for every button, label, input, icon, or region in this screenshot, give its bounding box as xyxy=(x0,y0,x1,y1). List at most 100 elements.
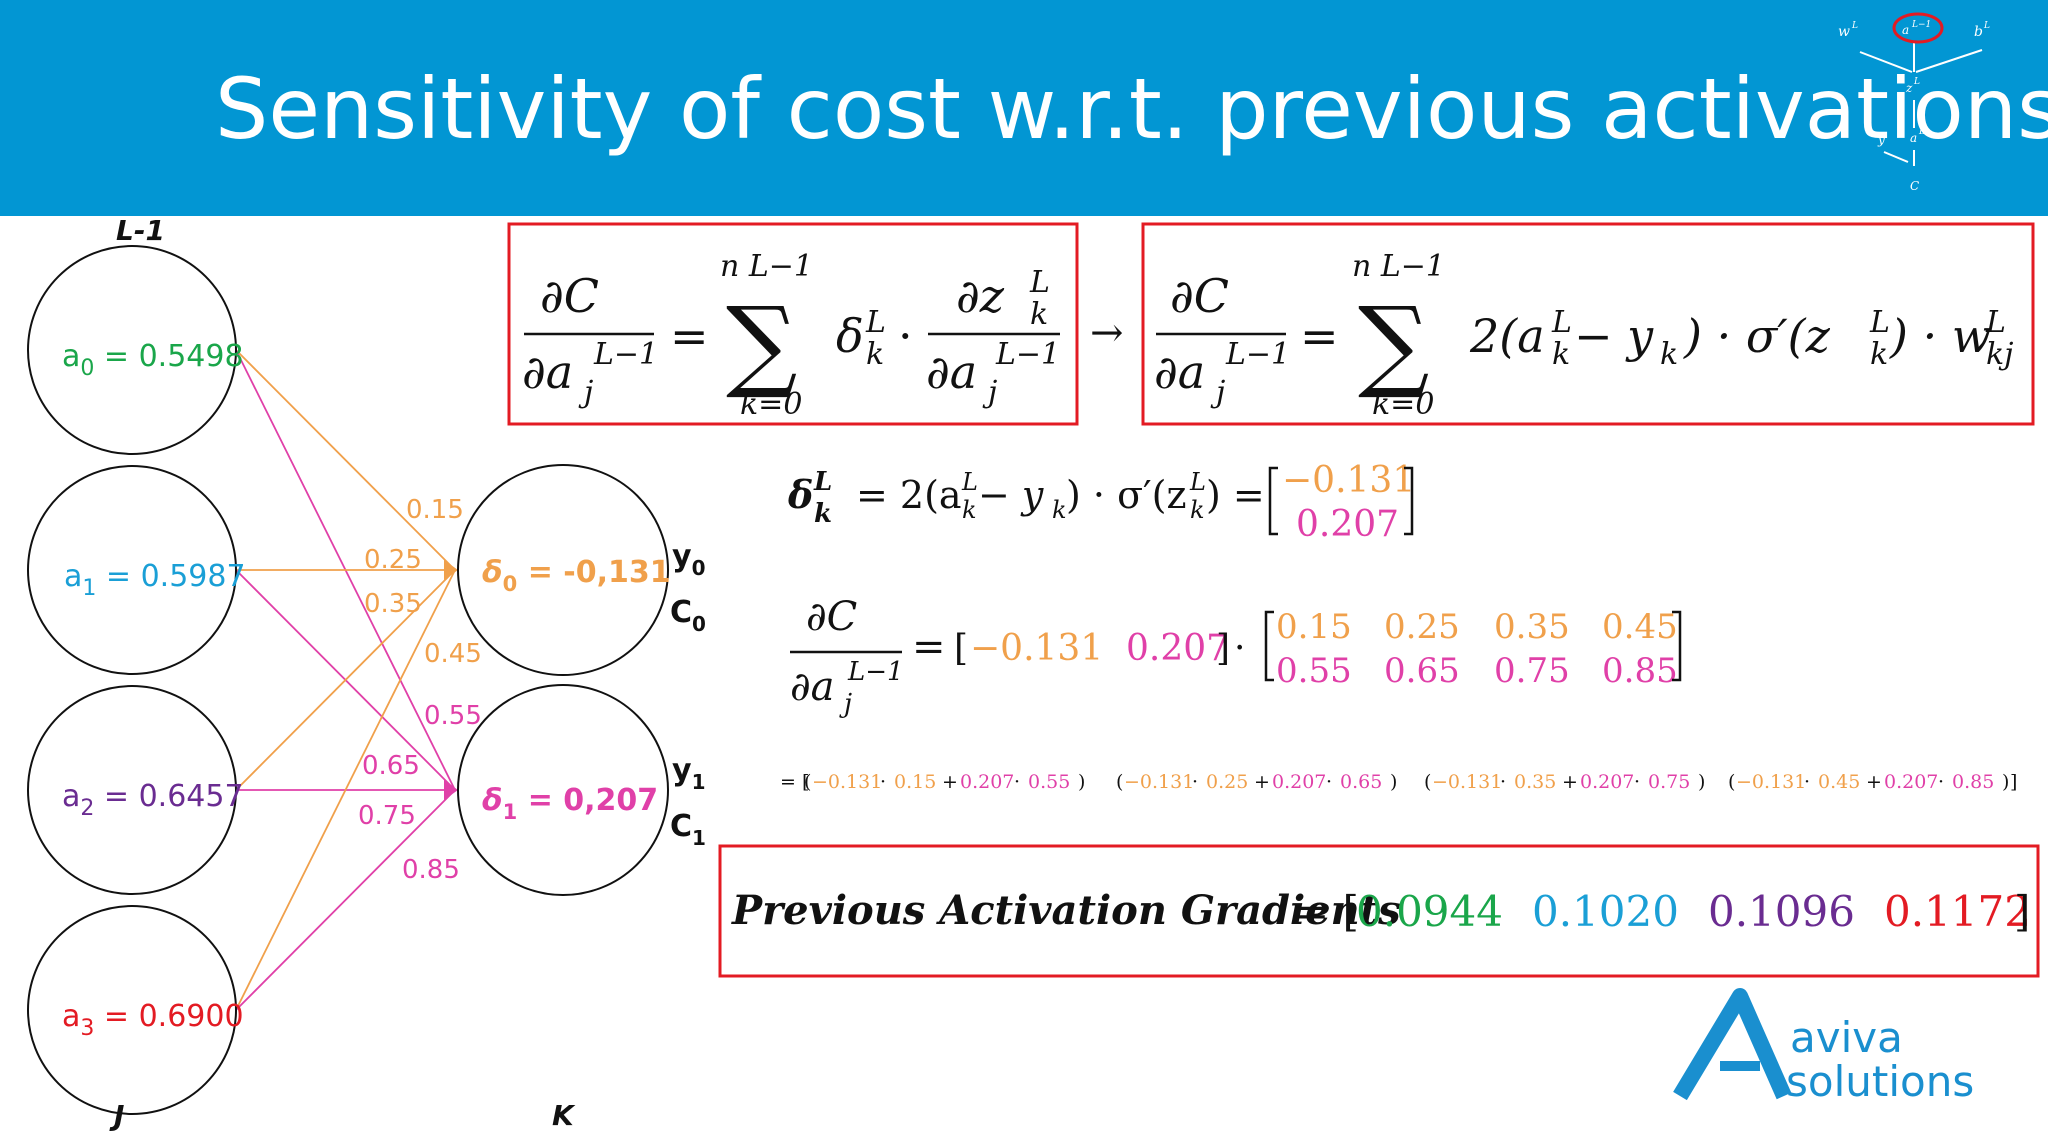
svg-text:L: L xyxy=(1869,305,1890,340)
svg-text:∂z: ∂z xyxy=(956,269,1005,323)
svg-text:k: k xyxy=(866,337,884,372)
result-value-1: 0.1020 xyxy=(1532,887,1679,936)
svg-text:∂a: ∂a xyxy=(790,664,835,710)
svg-text:n L−1: n L−1 xyxy=(1352,249,1445,284)
svg-text:]: ] xyxy=(2010,771,2017,793)
svg-text:(: ( xyxy=(1424,771,1431,793)
svg-text:0.35: 0.35 xyxy=(1494,607,1570,647)
arrowhead-d0 xyxy=(444,560,458,580)
node-d0 xyxy=(457,464,669,676)
weight-label-2: 0.35 xyxy=(364,589,422,619)
weight-label-0: 0.15 xyxy=(406,495,464,525)
svg-text:∂C: ∂C xyxy=(806,594,857,640)
svg-text:− y: − y xyxy=(1574,309,1654,363)
logo-line1: aviva xyxy=(1790,1013,1903,1062)
svg-text:L−1: L−1 xyxy=(1225,337,1290,372)
svg-text:− y: − y xyxy=(978,473,1044,517)
legend-aL: a xyxy=(1910,131,1917,145)
svg-text:(: ( xyxy=(1728,771,1735,793)
svg-text:k=0: k=0 xyxy=(740,387,802,422)
node-a1 xyxy=(27,465,237,675)
node-a0 xyxy=(27,245,237,455)
svg-text:k: k xyxy=(1660,337,1678,372)
svg-text:): ) xyxy=(2002,771,2009,793)
svg-text:∑: ∑ xyxy=(726,285,797,402)
delta-equation: δ L k = 2(a L k − y k ) · σ′(z L k ) = xyxy=(787,467,1265,529)
legend-w: w xyxy=(1838,24,1850,40)
node-d1 xyxy=(457,684,669,896)
svg-text:= [: = [ xyxy=(780,771,809,793)
svg-text:0.25: 0.25 xyxy=(1206,771,1248,793)
legend-a-sup: L−1 xyxy=(1911,20,1931,30)
formula2-box xyxy=(1141,222,2035,426)
edge-a0-d0 xyxy=(235,349,456,571)
node-a3-label: a3 = 0.6900 xyxy=(62,999,244,1041)
legend-w-sup: L xyxy=(1851,21,1858,31)
svg-text:+: + xyxy=(1866,771,1882,793)
svg-text:): ) xyxy=(1698,771,1705,793)
svg-text:0.25: 0.25 xyxy=(1384,607,1460,647)
svg-text:·: · xyxy=(898,309,913,363)
node-a2 xyxy=(27,685,237,895)
svg-text:0.207: 0.207 xyxy=(960,771,1014,793)
expansion-line: = [ ( −0.131 · 0.15 + 0.207 · 0.55 ) ( −… xyxy=(780,771,2017,793)
svg-text:0.55: 0.55 xyxy=(1028,771,1070,793)
svg-text:=: = xyxy=(670,309,709,363)
matrix-right-bracket xyxy=(1672,610,1682,682)
svg-text:L−1: L−1 xyxy=(995,337,1060,372)
title-banner xyxy=(0,0,2048,216)
svg-text:·: · xyxy=(1634,771,1640,793)
svg-text:) =: ) = xyxy=(1206,473,1265,517)
svg-text:·: · xyxy=(1234,628,1245,669)
formula1-box xyxy=(507,222,1079,426)
svg-text:k: k xyxy=(1030,297,1048,332)
svg-text:+: + xyxy=(942,771,958,793)
connection-lines xyxy=(235,349,456,1011)
edge-a3-d0 xyxy=(235,569,456,1011)
weight-label-4: 0.55 xyxy=(424,701,482,731)
svg-text:k: k xyxy=(962,496,977,524)
layer-label-prev: L-1 xyxy=(116,214,165,247)
legend-c: C xyxy=(1910,179,1919,193)
row-vec-close: ] xyxy=(1216,628,1230,669)
row-vec-0: −0.131 xyxy=(970,628,1103,669)
edge-a3-d1 xyxy=(235,789,456,1011)
svg-text:0.65: 0.65 xyxy=(1384,651,1460,691)
logo-mark xyxy=(1673,988,1792,1101)
svg-text:·: · xyxy=(1500,771,1506,793)
svg-text:L−1: L−1 xyxy=(593,337,658,372)
legend-b: b xyxy=(1974,24,1983,40)
result-box xyxy=(718,844,2040,978)
svg-text:0.207: 0.207 xyxy=(1580,771,1634,793)
svg-text:0.45: 0.45 xyxy=(1602,607,1678,647)
svg-text:L: L xyxy=(1029,265,1050,300)
node-a3 xyxy=(27,905,237,1115)
legend-z: z xyxy=(1905,81,1913,95)
svg-text:−0.131: −0.131 xyxy=(812,771,882,793)
svg-text:k: k xyxy=(1052,496,1067,524)
formula2: ∂C ∂a j L−1 = n L−1 ∑ k=0 2(a L k − y k … xyxy=(1154,249,2013,422)
svg-text:): ) xyxy=(1078,771,1085,793)
node-a2-label: a2 = 0.6457 xyxy=(62,779,244,821)
f2-term1: 2(a xyxy=(1469,309,1545,363)
svg-text:0.15: 0.15 xyxy=(1276,607,1352,647)
weight-label-7: 0.85 xyxy=(402,855,460,885)
implies-arrow: → xyxy=(1090,310,1124,356)
delta-vec-0: −0.131 xyxy=(1282,460,1415,501)
svg-text:0.75: 0.75 xyxy=(1648,771,1690,793)
y0-label: y0 xyxy=(672,539,705,580)
delta-vec-left-bracket xyxy=(1268,466,1278,536)
node-d0-label: δ0 = -0,131 xyxy=(482,555,671,596)
svg-text:n L−1: n L−1 xyxy=(720,249,813,284)
svg-text:) · w: ) · w xyxy=(1889,309,1991,363)
svg-text:·: · xyxy=(880,771,886,793)
result-close: ] xyxy=(2014,887,2030,936)
legend-aL-sup: L xyxy=(1918,127,1925,137)
svg-text:) · σ′(z: ) · σ′(z xyxy=(1683,309,1831,363)
svg-text:): ) xyxy=(1390,771,1397,793)
node-a1-label: a1 = 0.5987 xyxy=(64,559,246,601)
c0-label: C0 xyxy=(670,595,706,636)
svg-text:(: ( xyxy=(804,771,811,793)
